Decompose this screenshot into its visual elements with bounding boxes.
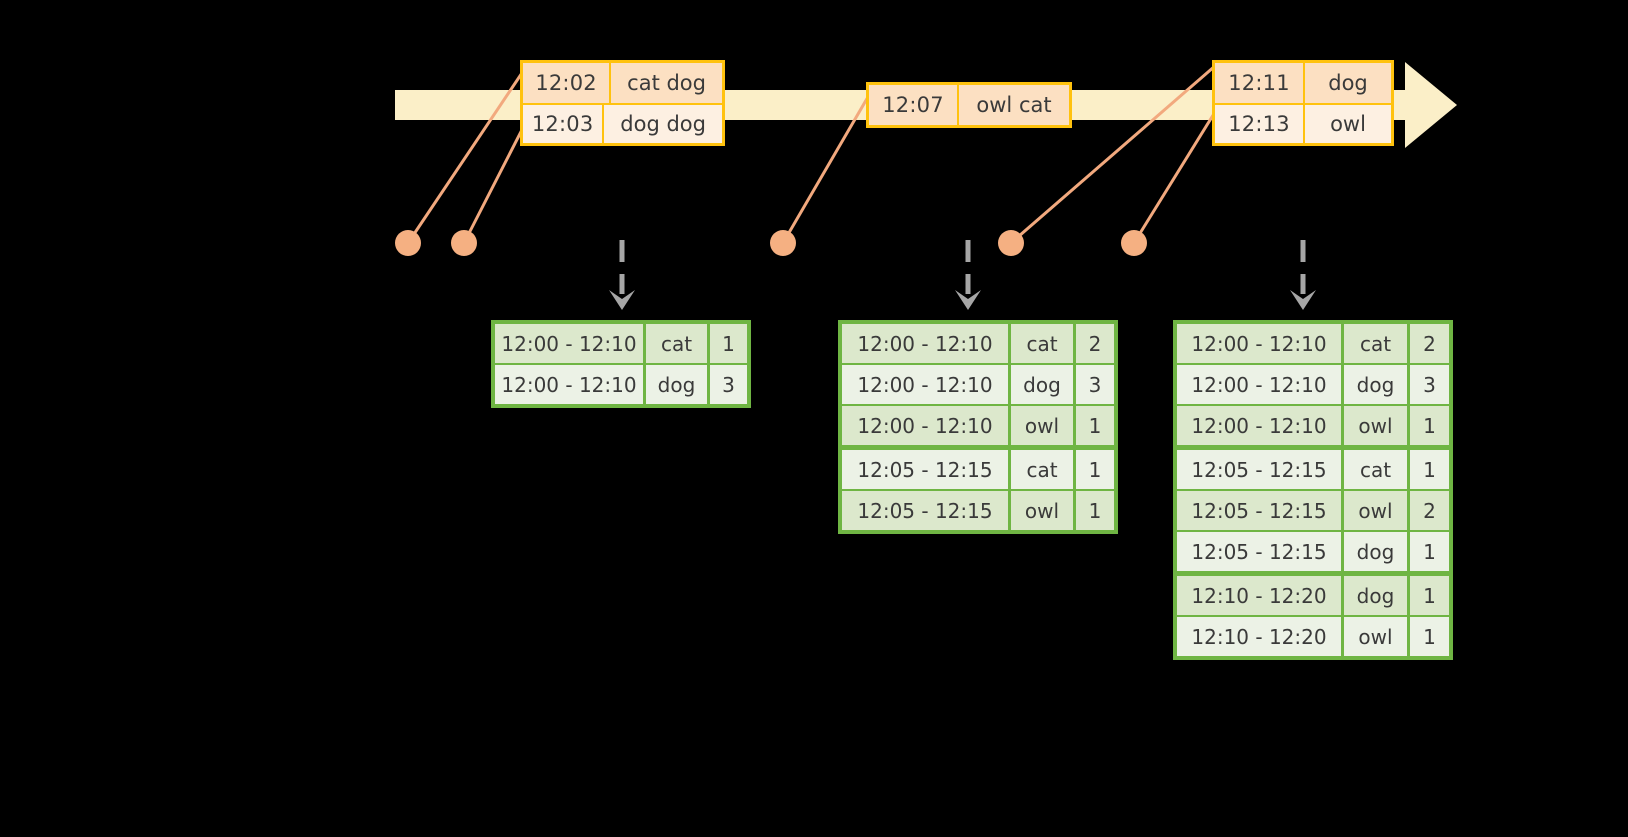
event-row: 12:13 owl <box>1215 103 1391 143</box>
cell-key: owl <box>1344 617 1407 656</box>
event-row: 12:03 dog dog <box>523 103 722 143</box>
cell-count: 1 <box>1410 617 1449 656</box>
cell-key: dog <box>1344 365 1407 404</box>
cell-window: 12:05 - 12:15 <box>1177 491 1341 530</box>
event-timestamp: 12:11 <box>1215 63 1305 103</box>
cell-window: 12:00 - 12:10 <box>1177 324 1341 363</box>
cell-count: 1 <box>1410 576 1449 615</box>
processing-dot-5 <box>1121 230 1147 256</box>
cell-key: owl <box>1344 406 1407 445</box>
connector-line-5 <box>1132 111 1217 244</box>
event-words: owl cat <box>976 93 1052 117</box>
processing-dot-2 <box>451 230 477 256</box>
event-box-2: 12:07 owl cat <box>866 82 1072 128</box>
event-row: 12:11 dog <box>1215 63 1391 103</box>
event-words: dog <box>1328 71 1368 95</box>
cell-window: 12:00 - 12:10 <box>1177 365 1341 404</box>
cell-count: 3 <box>710 365 747 404</box>
cell-count: 1 <box>1076 450 1114 489</box>
cell-key: cat <box>1344 324 1407 363</box>
event-timestamp: 12:03 <box>523 105 605 143</box>
cell-window: 12:00 - 12:10 <box>495 324 643 363</box>
cell-window: 12:05 - 12:15 <box>1177 532 1341 571</box>
event-box-1: 12:02 cat dog 12:03 dog dog <box>520 60 725 146</box>
event-words: dog dog <box>620 112 706 136</box>
event-row: 12:07 owl cat <box>869 85 1069 125</box>
event-box-3: 12:11 dog 12:13 owl <box>1212 60 1394 146</box>
cell-count: 1 <box>1410 406 1449 445</box>
cell-window: 12:00 - 12:10 <box>842 365 1008 404</box>
cell-window: 12:10 - 12:20 <box>1177 617 1341 656</box>
cell-window: 12:05 - 12:15 <box>842 491 1008 530</box>
processing-dot-4 <box>998 230 1024 256</box>
cell-count: 3 <box>1076 365 1114 404</box>
event-row: 12:02 cat dog <box>523 63 722 103</box>
cell-key: cat <box>1344 450 1407 489</box>
processing-dot-3 <box>770 230 796 256</box>
cell-count: 1 <box>1076 406 1114 445</box>
cell-window: 12:00 - 12:10 <box>495 365 643 404</box>
cell-count: 2 <box>1410 324 1449 363</box>
timeline-arrow-head-icon <box>1405 62 1457 148</box>
cell-key: cat <box>1011 324 1073 363</box>
cell-window: 12:10 - 12:20 <box>1177 576 1341 615</box>
cell-window: 12:00 - 12:10 <box>842 324 1008 363</box>
event-timestamp: 12:02 <box>523 63 612 103</box>
cell-key: owl <box>1344 491 1407 530</box>
event-words: cat dog <box>627 71 706 95</box>
cell-count: 3 <box>1410 365 1449 404</box>
event-timestamp: 12:13 <box>1215 105 1305 143</box>
cell-window: 12:00 - 12:10 <box>1177 406 1341 445</box>
cell-count: 2 <box>1076 324 1114 363</box>
processing-dot-1 <box>395 230 421 256</box>
dashed-arrow-1-head-icon <box>609 290 635 310</box>
cell-key: owl <box>1011 491 1073 530</box>
cell-key: dog <box>646 365 707 404</box>
dashed-arrow-2-head-icon <box>955 290 981 310</box>
cell-count: 2 <box>1410 491 1449 530</box>
cell-key: cat <box>1011 450 1073 489</box>
dashed-arrow-3-head-icon <box>1290 290 1316 310</box>
cell-window: 12:05 - 12:15 <box>842 450 1008 489</box>
event-words: owl <box>1330 112 1366 136</box>
event-timestamp: 12:07 <box>869 85 959 125</box>
cell-window: 12:00 - 12:10 <box>842 406 1008 445</box>
cell-key: dog <box>1344 576 1407 615</box>
cell-key: owl <box>1011 406 1073 445</box>
cell-count: 1 <box>1410 450 1449 489</box>
cell-count: 1 <box>710 324 747 363</box>
cell-key: dog <box>1344 532 1407 571</box>
cell-key: cat <box>646 324 707 363</box>
cell-count: 1 <box>1410 532 1449 571</box>
cell-window: 12:05 - 12:15 <box>1177 450 1341 489</box>
connector-line-2 <box>462 117 530 244</box>
cell-key: dog <box>1011 365 1073 404</box>
cell-count: 1 <box>1076 491 1114 530</box>
